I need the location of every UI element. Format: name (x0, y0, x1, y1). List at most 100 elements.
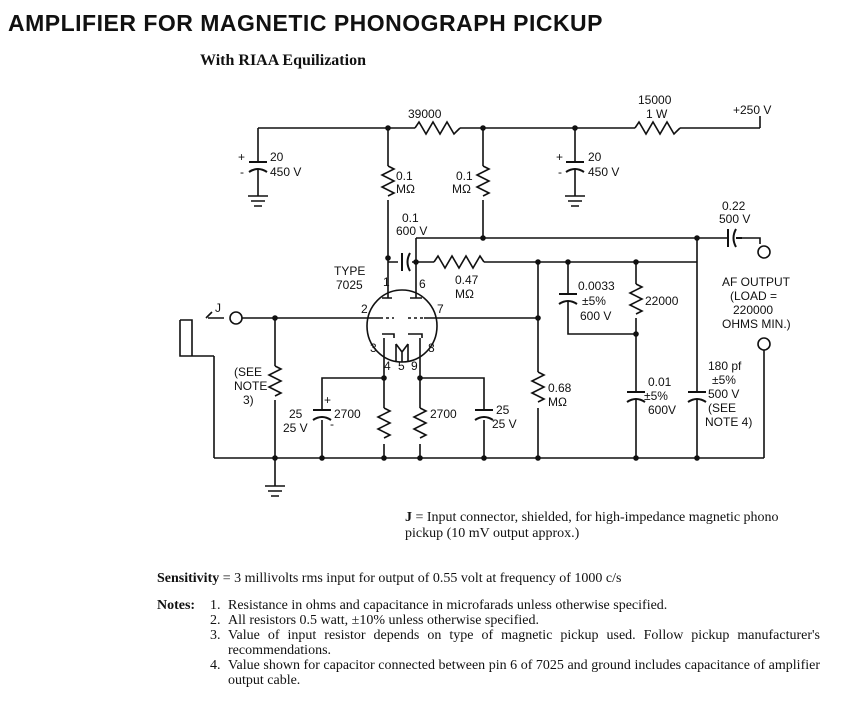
supply-label: +250 V (733, 103, 771, 117)
cathode1-capacitor (312, 409, 332, 421)
note-number: 1. (210, 598, 221, 613)
note-text: Resistance in ohms and capacitance in mi… (228, 598, 668, 613)
pin-label-1: 1 (383, 275, 390, 289)
ground-symbol (565, 195, 585, 207)
r-grid2-unit: MΩ (548, 395, 567, 409)
input-jack[interactable] (229, 311, 243, 325)
note-number: 2. (210, 613, 221, 628)
resistor-22000 (628, 283, 644, 315)
c-output-value: 0.22 (722, 199, 746, 213)
node-dot (633, 455, 639, 461)
pin-label-6: 6 (419, 277, 426, 291)
cathode-c1-plus: + (324, 393, 331, 407)
c1-capacitor (248, 161, 268, 173)
c-riaa2-tol: ±5% (644, 389, 668, 403)
note-text: All resistors 0.5 watt, ±10% unless othe… (228, 613, 539, 628)
output-capacitor (727, 228, 742, 248)
r-plate1-value: 0.1 (396, 169, 413, 183)
heater-leads (395, 356, 409, 362)
resistor-39000-label: 39000 (408, 107, 442, 121)
cathode-r1-value: 2700 (334, 407, 361, 421)
pin-label-8: 8 (428, 341, 435, 355)
c2-value: 20 (588, 150, 602, 164)
r-feedback-unit: MΩ (455, 287, 474, 301)
output-label-3: 220000 (733, 303, 773, 317)
sensitivity-line: Sensitivity = 3 millivolts rms input for… (157, 571, 817, 587)
c-coupling-voltage: 600 V (396, 224, 427, 238)
resistor-15000-label: 15000 (638, 93, 672, 107)
node-dot (385, 255, 391, 261)
riaa-cap-0.0033 (558, 293, 578, 305)
resistor-plate1 (380, 165, 396, 197)
r-input-note3: 3) (243, 393, 254, 407)
cathode2-capacitor (474, 409, 494, 421)
resistor-15000 (634, 120, 681, 136)
c-shunt-value: 180 pf (708, 359, 742, 373)
node-dot (417, 375, 423, 381)
r-plate2-unit: MΩ (452, 182, 471, 196)
r-input-note1: (SEE (234, 365, 262, 379)
node-dot (381, 375, 387, 381)
pin-label-3: 3 (370, 341, 377, 355)
node-dot (413, 259, 419, 265)
output-terminal-top[interactable] (757, 245, 771, 259)
node-dot (417, 455, 423, 461)
cathode-c1-value: 25 (289, 407, 303, 421)
note-item: 1. Resistance in ohms and capacitance in … (210, 598, 820, 613)
plate2-to-output (416, 237, 761, 244)
resistor-input (267, 365, 283, 397)
cathode1-wire (321, 348, 385, 458)
output-terminal-bottom[interactable] (757, 337, 771, 351)
c-riaa1-tol: ±5% (582, 294, 606, 308)
pin-label-7: 7 (437, 302, 444, 316)
shunt-capacitor (687, 391, 707, 403)
j-legend-symbol: J (405, 510, 412, 525)
c2-capacitor (565, 161, 585, 173)
output-label-4: OHMS MIN.) (722, 317, 791, 331)
c-riaa2-value: 0.01 (648, 375, 672, 389)
resistor-2700-1 (376, 407, 392, 439)
sensitivity-text: = 3 millivolts rms input for output of 0… (222, 571, 622, 586)
input-j-label: J (215, 301, 221, 315)
c-riaa1-voltage: 600 V (580, 309, 611, 323)
notes-label: Notes: (157, 598, 196, 613)
note-number: 4. (210, 658, 221, 673)
pin-label-5: 5 (398, 359, 405, 373)
c1-plus: + (238, 150, 245, 164)
tube-number-label: 7025 (336, 278, 363, 292)
schematic: 39000 15000 1 W +250 V + - 20 450 V + - … (179, 93, 791, 497)
r-input-note2: NOTE (234, 379, 267, 393)
r-feedback-value: 0.47 (455, 273, 479, 287)
c-shunt-note1: (SEE (708, 401, 736, 415)
tube-heaters (395, 343, 409, 356)
c-shunt-note2: NOTE 4) (705, 415, 752, 429)
resistor-15000-rating: 1 W (646, 107, 668, 121)
node-dot (694, 455, 700, 461)
note-item: 3. Value of input resistor depends on typ… (210, 628, 820, 658)
c1-voltage: 450 V (270, 165, 301, 179)
resistor-feedback (433, 254, 485, 270)
ground-symbol (265, 485, 285, 497)
tube-type-label: TYPE (334, 264, 365, 278)
pin-label-2: 2 (361, 302, 368, 316)
c-riaa2-voltage: 600V (648, 403, 676, 417)
note-text: Value of input resistor depends on type … (228, 628, 820, 658)
j-legend-text: = Input connector, shielded, for high-im… (405, 510, 779, 541)
node-dot (535, 455, 541, 461)
note-text: Value shown for capacitor connected betw… (228, 658, 820, 688)
r-grid2-value: 0.68 (548, 381, 572, 395)
node-dot (535, 315, 541, 321)
cathode2-wire (419, 348, 485, 458)
j-legend: J = Input connector, shielded, for high-… (405, 510, 815, 542)
cathode-c2-value: 25 (496, 403, 510, 417)
c1-value: 20 (270, 150, 284, 164)
node-dot (319, 455, 325, 461)
cathode-c1-minus: - (330, 417, 334, 431)
note-number: 3. (210, 628, 221, 643)
note-item: 4. Value shown for capacitor connected be… (210, 658, 820, 688)
c-riaa1-value: 0.0033 (578, 279, 615, 293)
c2-plus: + (556, 150, 563, 164)
node-dot (633, 331, 639, 337)
node-dot (381, 455, 387, 461)
diagram-title: AMPLIFIER FOR MAGNETIC PHONOGRAPH PICKUP (8, 10, 604, 36)
